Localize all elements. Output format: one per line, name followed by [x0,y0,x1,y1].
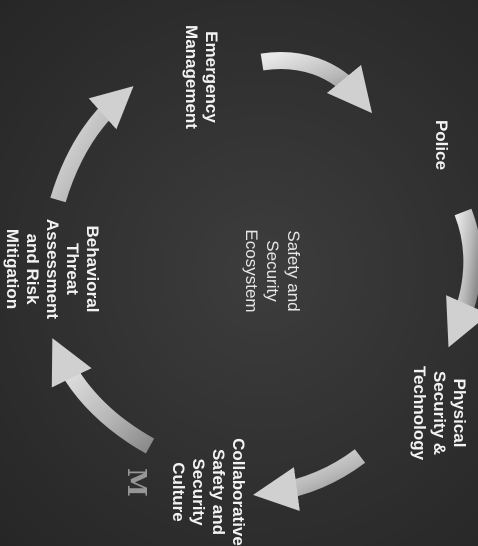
center-label: Safety and Security Ecosystem [242,229,303,313]
arrow-collaborative-to-behavioral [51,338,155,454]
node-behavioral-threat-assessment: Behavioral Threat Assessment and Risk Mi… [3,218,102,320]
arrow-behavioral-to-emergency [50,86,134,203]
arrow-police-to-physical [446,208,478,348]
logo-mark: M [121,468,151,495]
node-emergency-management: Emergency Management [182,25,221,129]
node-physical-security-technology: Physical Security & Technology [410,365,469,461]
node-collaborative-safety-culture: Collaborative Safety and Security Cultur… [169,438,248,546]
node-police: Police [432,119,451,171]
arrow-emergency-to-police [260,52,373,114]
arrow-physical-to-collaborative [253,449,366,511]
